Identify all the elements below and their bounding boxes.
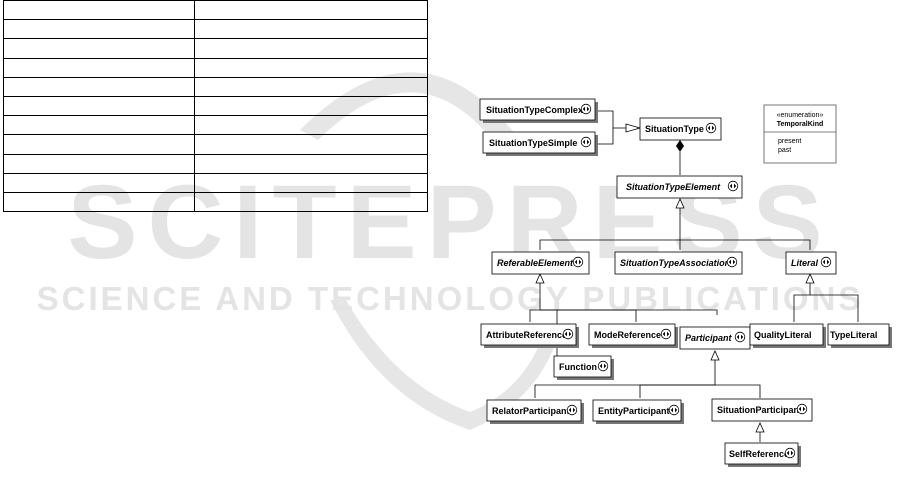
class-quality-literal: QualityLiteral	[749, 323, 826, 348]
table-row	[3, 0, 428, 21]
class-self-reference: SelfReference	[724, 442, 801, 467]
class-label: Literal	[791, 258, 819, 268]
class-label: AttributeReference	[486, 330, 567, 340]
expand-collapse-icon[interactable]	[572, 256, 584, 268]
class-situation-type-simple: SituationTypeSimple	[482, 131, 598, 156]
class-label: Participant	[685, 333, 733, 343]
expand-collapse-icon[interactable]	[580, 103, 592, 115]
table-row	[3, 153, 428, 174]
class-referable-element: ReferableElement	[491, 251, 590, 275]
class-situation-type: SituationType	[639, 117, 722, 141]
class-attribute-reference: AttributeReference	[480, 323, 579, 348]
class-participant: Participant	[679, 326, 751, 350]
class-relator-participant: RelatorParticipant	[486, 399, 584, 424]
class-label: SituationParticipant	[717, 405, 802, 415]
class-label: EntityParticipant	[598, 406, 670, 416]
class-label: QualityLiteral	[754, 330, 812, 340]
class-label: TypeLiteral	[830, 330, 877, 340]
expand-collapse-icon[interactable]	[566, 404, 578, 416]
class-label: SituationTypeSimple	[489, 138, 577, 148]
class-situation-participant: SituationParticipant	[711, 398, 813, 422]
class-entity-participant: EntityParticipant	[592, 399, 684, 424]
table-row	[3, 76, 428, 97]
enum-literal: past	[778, 147, 791, 154]
class-label: SituationTypeComplex	[486, 105, 583, 115]
class-label: ReferableElement	[497, 258, 574, 268]
data-table	[3, 0, 428, 213]
class-label: ModeReference	[594, 330, 661, 340]
class-literal: Literal	[785, 251, 837, 275]
table-cell	[194, 191, 428, 213]
class-situation-type-association: SituationTypeAssociation	[614, 251, 743, 275]
table-row	[3, 134, 428, 155]
expand-collapse-icon[interactable]	[660, 328, 672, 340]
expand-collapse-icon[interactable]	[796, 403, 808, 415]
class-label: SituationTypeAssociation	[620, 258, 731, 268]
expand-collapse-icon[interactable]	[562, 328, 574, 340]
class-label: SituationTypeElement	[626, 182, 721, 192]
class-type-literal: TypeLiteral	[827, 323, 892, 348]
expand-collapse-icon[interactable]	[727, 180, 739, 192]
expand-collapse-icon[interactable]	[668, 404, 680, 416]
enumeration-temporal-kind: «enumeration» TemporalKind present past	[763, 104, 837, 164]
class-function: Function	[553, 355, 614, 380]
expand-collapse-icon[interactable]	[705, 122, 717, 134]
class-mode-reference: ModeReference	[588, 323, 678, 348]
expand-collapse-icon[interactable]	[734, 331, 746, 343]
class-label: RelatorParticipant	[492, 406, 570, 416]
expand-collapse-icon[interactable]	[820, 256, 832, 268]
expand-collapse-icon[interactable]	[597, 360, 609, 372]
class-situation-type-element: SituationTypeElement	[616, 175, 743, 199]
expand-collapse-icon[interactable]	[726, 256, 738, 268]
class-label: Function	[559, 362, 597, 372]
enum-name: TemporalKind	[777, 121, 824, 128]
class-label: SelfReference	[729, 449, 789, 459]
class-label: SituationType	[645, 124, 704, 134]
expand-collapse-icon[interactable]	[580, 136, 592, 148]
enum-literal: present	[778, 138, 801, 145]
generalization-edges	[529, 110, 859, 442]
class-situation-type-complex: SituationTypeComplex	[479, 98, 598, 123]
table-row	[3, 191, 428, 213]
enum-stereotype: «enumeration»	[777, 112, 824, 119]
expand-collapse-icon[interactable]	[784, 447, 796, 459]
